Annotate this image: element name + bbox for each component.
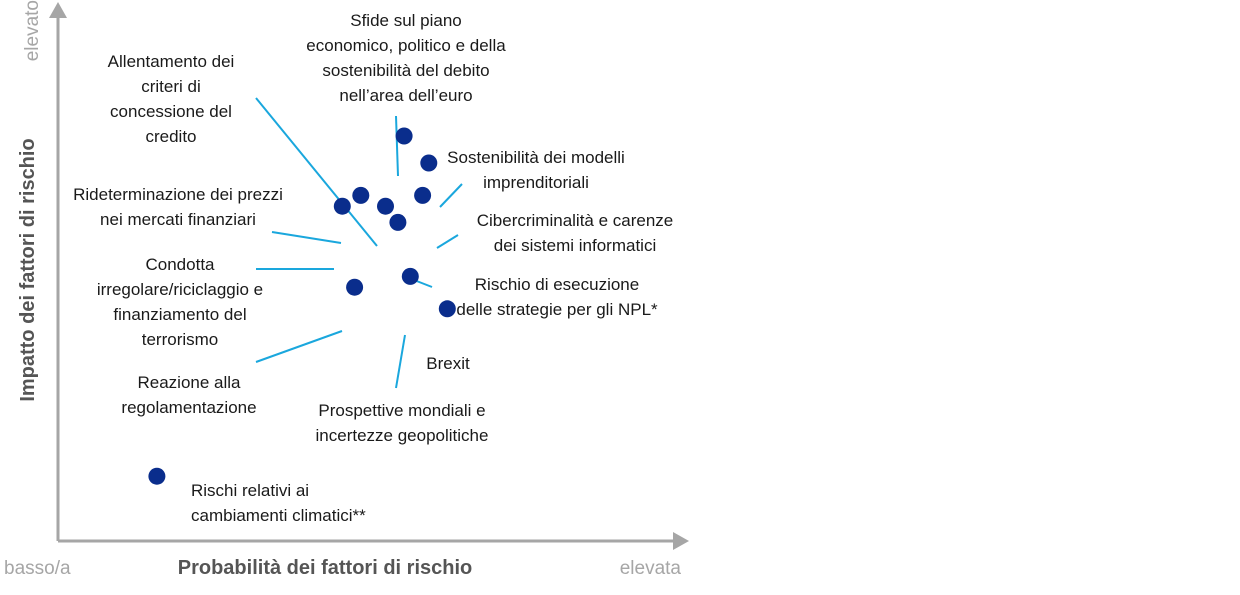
point-label-line: Brexit <box>426 354 470 373</box>
leader-line <box>439 183 463 208</box>
point-label: Reazione alla regolamentazione <box>121 373 256 417</box>
point-label-line: economico, politico e della <box>306 36 506 55</box>
leader-line <box>255 97 378 247</box>
point-label-line: nei mercati finanziari <box>100 210 256 229</box>
data-point <box>438 300 456 318</box>
data-point <box>352 186 370 204</box>
point-label: Allentamento dei criteri di concessione de… <box>108 52 235 146</box>
x-axis-low-label: basso/a <box>4 558 71 579</box>
point-label-line: Rideterminazione dei prezzi <box>73 185 283 204</box>
point-label-line: Rischi relativi ai <box>191 481 309 500</box>
point-label-line: concessione del <box>110 102 232 121</box>
point-label: Sfide sul piano economico, politico e del… <box>306 11 506 105</box>
data-point <box>333 197 351 215</box>
point-label-line: Prospettive mondiali e <box>318 401 485 420</box>
point-label-line: Allentamento dei <box>108 52 235 71</box>
data-point <box>420 154 438 172</box>
data-point <box>414 186 432 204</box>
point-label-line: nell’area dell’euro <box>339 86 472 105</box>
point-label-line: dei sistemi informatici <box>494 236 657 255</box>
axes <box>49 2 689 550</box>
point-label-line: Rischio di esecuzione <box>475 275 639 294</box>
leader-line <box>395 115 399 177</box>
point-labels: Sfide sul piano economico, politico e del… <box>73 11 673 525</box>
point-label-line: delle strategie per gli NPL* <box>456 300 658 319</box>
leader-line <box>271 231 342 244</box>
point-label-line: sostenibilità del debito <box>322 61 489 80</box>
y-axis-high-label: elevato <box>22 0 43 61</box>
point-label-line: terrorismo <box>142 330 219 349</box>
x-axis-arrow-icon <box>673 532 689 550</box>
x-axis-high-label: elevata <box>620 558 682 579</box>
point-label-line: Reazione alla <box>137 373 241 392</box>
point-label: Sostenibilità dei modelli imprenditoriali <box>447 148 625 192</box>
data-point <box>377 197 394 215</box>
point-label-line: irregolare/riciclaggio e <box>97 280 263 299</box>
data-point <box>148 467 166 485</box>
data-point <box>389 213 407 231</box>
point-label: Brexit <box>426 354 470 373</box>
point-label-line: Sostenibilità dei modelli <box>447 148 625 167</box>
leader-lines <box>255 97 463 389</box>
point-label-line: Cibercriminalità e carenze <box>477 211 674 230</box>
point-label-line: cambiamenti climatici** <box>191 506 366 525</box>
point-label-line: finanziamento del <box>113 305 246 324</box>
point-label-line: criteri di <box>141 77 201 96</box>
data-points <box>148 127 456 485</box>
point-label-line: incertezze geopolitiche <box>316 426 489 445</box>
point-label: Cibercriminalità e carenze dei sistemi in… <box>477 211 674 255</box>
point-label-line: imprenditoriali <box>483 173 589 192</box>
point-label-line: regolamentazione <box>121 398 256 417</box>
leader-line <box>395 334 406 389</box>
data-point <box>346 278 364 296</box>
leader-line <box>436 234 459 249</box>
x-axis-title: Probabilità dei fattori di rischio <box>178 557 472 579</box>
point-label-line: credito <box>145 127 196 146</box>
point-label: Prospettive mondiali e incertezze geopoli… <box>316 401 489 445</box>
point-label-line: Condotta <box>146 255 216 274</box>
point-label: Rideterminazione dei prezzi nei mercati f… <box>73 185 283 229</box>
point-label-line: Sfide sul piano <box>350 11 462 30</box>
y-axis-title: Impatto dei fattori di rischio <box>17 138 39 401</box>
point-label: Condotta irregolare/riciclaggio e finanzia… <box>97 255 263 349</box>
point-label: Rischi relativi ai cambiamenti climatici*… <box>191 481 366 525</box>
leader-line <box>255 330 343 363</box>
y-axis-arrow-icon <box>49 2 67 18</box>
data-point <box>395 127 413 145</box>
data-point <box>401 267 419 285</box>
point-label: Rischio di esecuzione delle strategie per… <box>456 275 658 319</box>
